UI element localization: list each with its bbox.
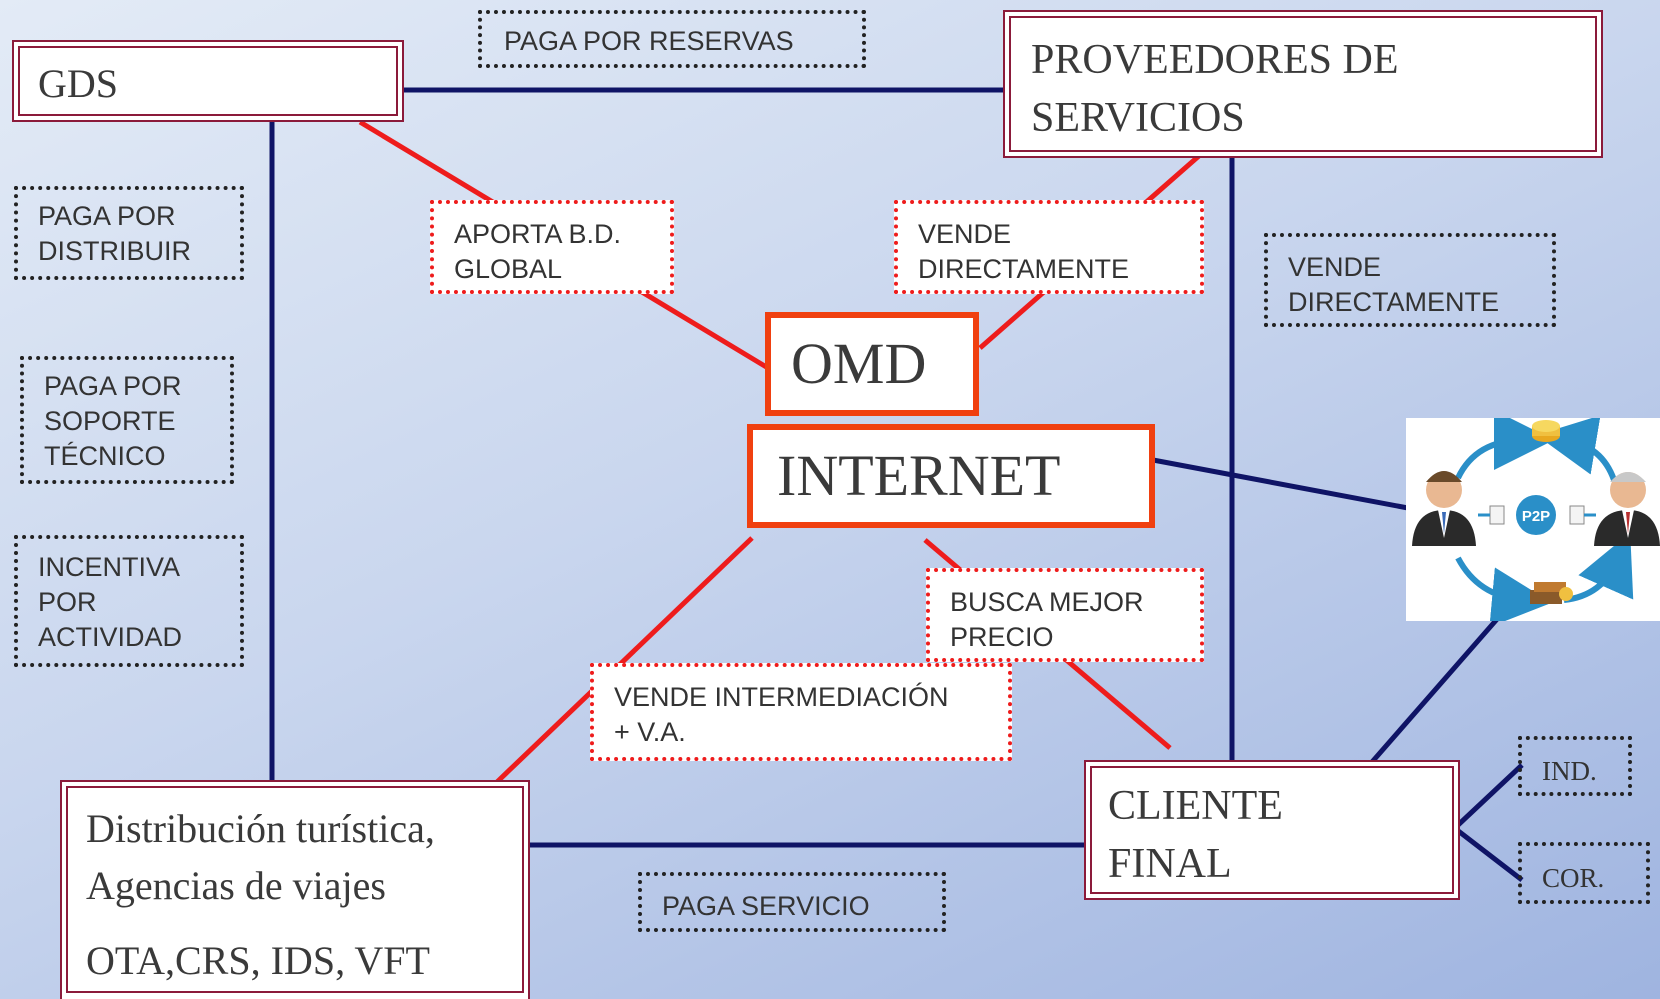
client-node: CLIENTE FINAL bbox=[1084, 760, 1460, 900]
money-stack-icon bbox=[1530, 582, 1573, 604]
internet-label: INTERNET bbox=[777, 443, 1061, 508]
line-client-ind bbox=[1455, 763, 1524, 828]
document-icons bbox=[1478, 505, 1596, 525]
svg-text:P2P: P2P bbox=[1522, 508, 1550, 525]
gds-label: GDS bbox=[38, 61, 119, 106]
line-client-cor bbox=[1455, 828, 1524, 882]
note-incentiva: INCENTIVA POR ACTIVIDAD bbox=[14, 535, 244, 667]
client-label-line-2: FINAL bbox=[1108, 841, 1232, 887]
line-p2p-client bbox=[1363, 616, 1500, 772]
note-paga-servicio: PAGA SERVICIO bbox=[638, 872, 946, 932]
p2p-exchange-graphic: P2P bbox=[1406, 410, 1660, 628]
p2p-cycle-icon: P2P bbox=[1412, 410, 1660, 628]
coins-icon bbox=[1532, 420, 1560, 442]
p2p-badge: P2P bbox=[1516, 495, 1556, 535]
distribution-label-line-1: Distribución turística, bbox=[86, 806, 435, 851]
distribution-label-line-3: OTA,CRS, IDS, VFT bbox=[86, 938, 430, 983]
gds-node: GDS bbox=[12, 40, 404, 122]
businessman-left-icon bbox=[1412, 471, 1476, 546]
note-paga-soporte: PAGA POR SOPORTE TÉCNICO bbox=[20, 356, 234, 484]
note-vende-directamente: VENDE DIRECTAMENTE bbox=[1264, 233, 1556, 327]
arrow-bottom-left bbox=[1455, 556, 1552, 628]
note-vende-directamente-red: VENDE DIRECTAMENTE bbox=[894, 200, 1204, 294]
note-paga-distribuir: PAGA POR DISTRIBUIR bbox=[14, 186, 244, 280]
providers-label-line-1: PROVEEDORES DE bbox=[1031, 37, 1399, 83]
internet-node: INTERNET bbox=[747, 424, 1155, 528]
providers-label-line-2: SERVICIOS bbox=[1031, 95, 1245, 141]
note-busca-precio: BUSCA MEJOR PRECIO bbox=[926, 568, 1204, 662]
omd-node: OMD bbox=[765, 312, 979, 416]
providers-node: PROVEEDORES DE SERVICIOS bbox=[1003, 10, 1603, 158]
note-vende-intermediacion: VENDE INTERMEDIACIÓN + V.A. bbox=[590, 663, 1012, 761]
distribution-node: Distribución turística, Agencias de viaj… bbox=[60, 780, 530, 999]
note-cor: COR. bbox=[1518, 842, 1650, 904]
arrow-top-left bbox=[1455, 410, 1554, 480]
note-paga-reservas: PAGA POR RESERVAS bbox=[478, 10, 866, 68]
line-internet-p2p bbox=[1152, 457, 1409, 511]
omd-label: OMD bbox=[791, 331, 927, 396]
arrow-top-right bbox=[1536, 415, 1617, 482]
businessman-right-icon bbox=[1594, 472, 1660, 546]
client-label-line-1: CLIENTE bbox=[1108, 783, 1283, 829]
line-internet-distribution bbox=[495, 536, 754, 784]
note-ind: IND. bbox=[1518, 736, 1632, 796]
distribution-label-line-2: Agencias de viajes bbox=[86, 863, 386, 908]
note-aporta-bd: APORTA B.D. GLOBAL bbox=[430, 200, 674, 294]
